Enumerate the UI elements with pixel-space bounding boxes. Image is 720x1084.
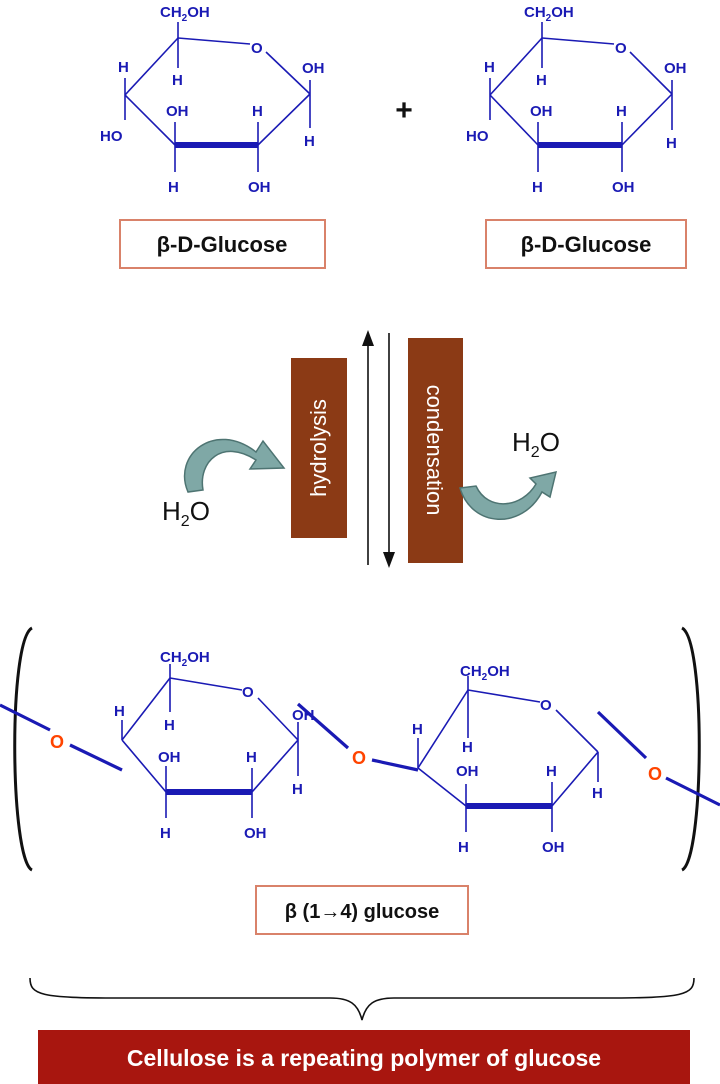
arrow-up-head <box>362 330 374 346</box>
c2-hydroxyl: OH <box>612 179 635 196</box>
bond <box>169 677 243 691</box>
c2-hydrogen: H <box>546 763 557 780</box>
label-box <box>255 885 469 935</box>
ch2oh-label: CH2OH <box>460 663 510 683</box>
glycosidic-oxygen-left: O <box>50 732 64 752</box>
arrow-down-head <box>383 552 395 568</box>
condensation-box: condensation <box>408 338 463 563</box>
left-bracket <box>13 626 34 872</box>
c4-hydrogen: H <box>114 703 125 720</box>
bond <box>124 94 176 146</box>
linkage-bond <box>296 702 350 750</box>
bond <box>417 767 467 807</box>
c4-hydrogen: H <box>118 59 129 76</box>
c1-hydroxyl: OH <box>302 60 325 77</box>
ch2oh-label: CH2OH <box>524 4 574 24</box>
glucose-left: CH2OH O OH H H OH OH H HO H H β-D-Glucos… <box>100 4 326 269</box>
linkage-bond <box>371 758 419 772</box>
bond <box>541 37 615 45</box>
label-box <box>119 219 326 269</box>
bond <box>257 93 311 146</box>
c2-hydrogen: H <box>616 103 627 120</box>
right-bracket <box>680 626 701 872</box>
hydrolysis-bg <box>291 358 347 538</box>
label-box <box>485 219 687 269</box>
water-in-arrow-icon <box>183 438 286 493</box>
c3-hydrogen: H <box>458 839 469 856</box>
c2-hydrogen: H <box>252 103 263 120</box>
bond <box>124 37 179 96</box>
hydrolysis-label: hydrolysis <box>306 399 331 497</box>
c1-hydrogen: H <box>592 785 603 802</box>
condensation-label: condensation <box>422 385 447 516</box>
bond <box>417 689 469 769</box>
bond <box>121 739 167 793</box>
banner-bg <box>38 1030 690 1084</box>
c3-hydroxyl: OH <box>456 763 479 780</box>
c3-hydroxyl: OH <box>530 103 553 120</box>
c2-hydrogen: H <box>246 749 257 766</box>
ring-oxygen: O <box>242 684 254 701</box>
ch2oh-label: CH2OH <box>160 649 210 669</box>
bond <box>489 37 543 96</box>
bond <box>121 677 171 741</box>
bond <box>621 93 673 146</box>
glucose-label-left: β-D-Glucose <box>157 232 288 257</box>
linkage-bond <box>596 710 648 760</box>
banner-text: Cellulose is a repeating polymer of gluc… <box>127 1045 601 1071</box>
c1-hydrogen: H <box>304 133 315 150</box>
bond <box>551 751 599 807</box>
ch2oh-label: CH2OH <box>160 4 210 24</box>
bond <box>467 689 541 703</box>
c1-hydroxyl: OH <box>292 707 315 724</box>
bond <box>555 709 599 753</box>
c2-hydroxyl: OH <box>248 179 271 196</box>
water-in-label: H2O <box>162 496 210 530</box>
c3-hydrogen: H <box>532 179 543 196</box>
bond <box>177 37 251 45</box>
bond <box>251 739 299 793</box>
reaction-arrows <box>362 330 395 568</box>
c1-hydrogen: H <box>292 781 303 798</box>
ring-oxygen: O <box>251 40 263 57</box>
bond <box>489 94 539 146</box>
plus-sign: + <box>395 94 413 127</box>
condensation-bg <box>408 338 463 563</box>
bond <box>257 697 299 741</box>
ring-oxygen: O <box>540 697 552 714</box>
c2-hydroxyl: OH <box>244 825 267 842</box>
c4-hydroxyl: HO <box>100 128 123 145</box>
linkage-bond <box>0 703 51 732</box>
glucose-label-right: β-D-Glucose <box>521 232 652 257</box>
c3-hydrogen: H <box>160 825 171 842</box>
glycosidic-oxygen-right: O <box>648 764 662 784</box>
c4-hydroxyl: HO <box>466 128 489 145</box>
c2-hydroxyl: OH <box>542 839 565 856</box>
c4-hydrogen: H <box>412 721 423 738</box>
ring-oxygen: O <box>615 40 627 57</box>
hydrolysis-box: hydrolysis <box>291 358 347 538</box>
c3-hydroxyl: OH <box>158 749 181 766</box>
c5-hydrogen: H <box>172 72 183 89</box>
water-out-arrow-icon <box>459 470 558 520</box>
curly-brace <box>29 977 695 1021</box>
c1-hydroxyl: OH <box>664 60 687 77</box>
c3-hydrogen: H <box>168 179 179 196</box>
water-out-label: H2O <box>512 427 560 461</box>
bond <box>629 51 673 95</box>
c5-hydrogen: H <box>164 717 175 734</box>
glycosidic-oxygen-middle: O <box>352 748 366 768</box>
c5-hydrogen: H <box>462 739 473 756</box>
bond <box>265 51 311 95</box>
c4-hydrogen: H <box>484 59 495 76</box>
c1-hydrogen: H <box>666 135 677 152</box>
glucose-right: CH2OH O OH H H OH OH H HO H H β-D-Glucos… <box>466 4 687 269</box>
linkage-bond <box>665 776 720 807</box>
c5-hydrogen: H <box>536 72 547 89</box>
linkage-bond <box>69 743 123 772</box>
polymer: O O O CH2OH O OH H H OH OH H H H <box>0 626 720 935</box>
linkage-label: β (1→4) glucose <box>285 901 439 923</box>
c3-hydroxyl: OH <box>166 103 189 120</box>
